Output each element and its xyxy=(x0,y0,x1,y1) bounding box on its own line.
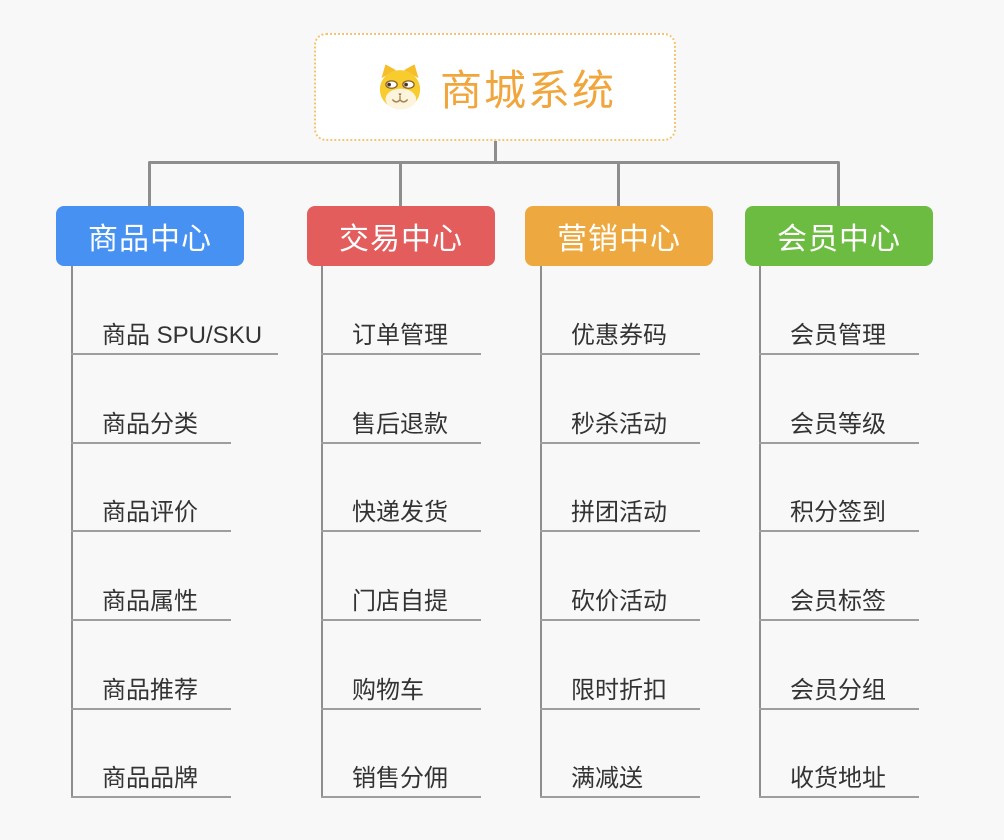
sub-item-category[interactable]: 商品分类 xyxy=(71,402,231,444)
branch-node-product[interactable]: 商品中心 xyxy=(56,206,244,266)
sub-item-member-level[interactable]: 会员等级 xyxy=(759,402,919,444)
trunk-line xyxy=(759,266,761,798)
connector-drop-product xyxy=(148,163,151,207)
sub-item-address[interactable]: 收货地址 xyxy=(759,756,919,798)
sub-item-discount[interactable]: 限时折扣 xyxy=(540,668,700,710)
sub-item-spu-sku[interactable]: 商品 SPU/SKU xyxy=(71,313,279,355)
sub-item-attribute[interactable]: 商品属性 xyxy=(71,579,231,621)
sub-item-groupbuy[interactable]: 拼团活动 xyxy=(540,490,700,532)
branch-node-marketing[interactable]: 营销中心 xyxy=(525,206,713,266)
sub-item-pickup[interactable]: 门店自提 xyxy=(321,579,481,621)
column-product: 商品 SPU/SKU 商品分类 商品评价 商品属性 商品推荐 商品品牌 xyxy=(71,266,311,800)
sub-item-commission[interactable]: 销售分佣 xyxy=(321,756,481,798)
connector-drop-trade xyxy=(399,163,402,207)
sub-item-order[interactable]: 订单管理 xyxy=(321,313,481,355)
sub-item-seckill[interactable]: 秒杀活动 xyxy=(540,402,700,444)
sub-item-member-mgmt[interactable]: 会员管理 xyxy=(759,313,919,355)
sub-item-brand[interactable]: 商品品牌 xyxy=(71,756,231,798)
sub-item-review[interactable]: 商品评价 xyxy=(71,490,231,532)
column-member: 会员管理 会员等级 积分签到 会员标签 会员分组 收货地址 xyxy=(759,266,999,800)
trunk-line xyxy=(540,266,542,798)
sub-item-member-group[interactable]: 会员分组 xyxy=(759,668,919,710)
connector-drop-member xyxy=(837,163,840,207)
sub-item-coupon[interactable]: 优惠券码 xyxy=(540,313,700,355)
sub-item-member-tag[interactable]: 会员标签 xyxy=(759,579,919,621)
sub-item-cart[interactable]: 购物车 xyxy=(321,668,481,710)
sub-item-shipping[interactable]: 快递发货 xyxy=(321,490,481,532)
root-title: 商城系统 xyxy=(439,66,616,114)
branch-label: 会员中心 xyxy=(777,223,901,256)
trunk-line xyxy=(71,266,73,798)
connector-drop-marketing xyxy=(617,163,620,207)
connector-root-stub xyxy=(494,141,497,162)
column-trade: 订单管理 售后退款 快递发货 门店自提 购物车 销售分佣 xyxy=(321,266,561,800)
root-node[interactable]: 商城系统 xyxy=(314,33,676,141)
doge-icon xyxy=(374,62,426,112)
branch-label: 交易中心 xyxy=(339,223,463,256)
column-marketing: 优惠券码 秒杀活动 拼团活动 砍价活动 限时折扣 满减送 xyxy=(540,266,780,800)
branch-node-member[interactable]: 会员中心 xyxy=(745,206,933,266)
sub-item-fullminus[interactable]: 满减送 xyxy=(540,756,700,798)
branch-node-trade[interactable]: 交易中心 xyxy=(307,206,495,266)
branch-label: 商品中心 xyxy=(88,223,212,256)
sub-item-refund[interactable]: 售后退款 xyxy=(321,402,481,444)
trunk-line xyxy=(321,266,323,798)
branch-label: 营销中心 xyxy=(557,223,681,256)
sub-item-recommend[interactable]: 商品推荐 xyxy=(71,668,231,710)
sub-item-points[interactable]: 积分签到 xyxy=(759,490,919,532)
connector-bus xyxy=(148,161,840,164)
sub-item-bargain[interactable]: 砍价活动 xyxy=(540,579,700,621)
